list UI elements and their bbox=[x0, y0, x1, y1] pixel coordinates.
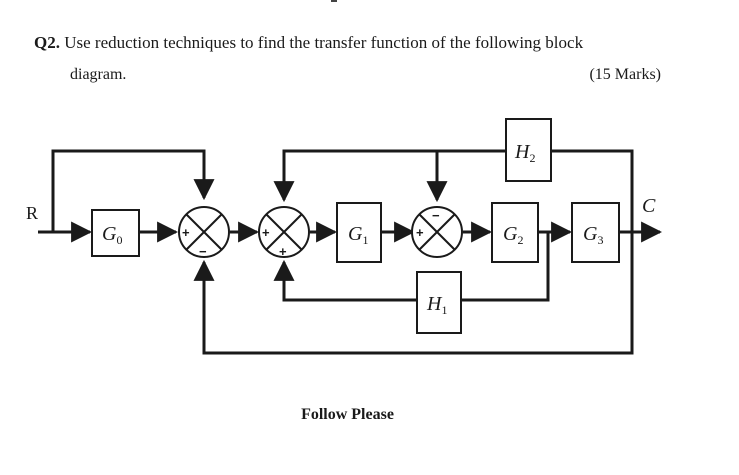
wire-unity-feedback bbox=[193, 232, 634, 355]
wire-r-feedforward bbox=[51, 149, 215, 232]
follow-please-note: Follow Please bbox=[301, 406, 394, 423]
signal-wires bbox=[38, 149, 663, 355]
svg-text:H2: H2 bbox=[514, 141, 535, 165]
summing-junction-2: + + bbox=[258, 206, 310, 259]
question-line-1: Q2. Use reduction techniques to find the… bbox=[34, 33, 583, 53]
h1-main: H bbox=[426, 293, 443, 315]
s2-bottom-sign: + bbox=[279, 244, 287, 259]
s3-left-sign: + bbox=[416, 225, 424, 240]
block-h1: H1 bbox=[416, 271, 462, 334]
page-top-mark bbox=[331, 0, 337, 2]
s3-top-sign: − bbox=[432, 208, 440, 223]
wire-h1-to-s2 bbox=[273, 259, 416, 302]
input-label-r: R bbox=[26, 203, 38, 223]
h2-main: H bbox=[514, 141, 531, 163]
block-g1: G1 bbox=[336, 202, 382, 263]
g2-main: G bbox=[503, 223, 518, 245]
g0-sub: 0 bbox=[116, 233, 122, 247]
s1-left-sign: + bbox=[182, 225, 190, 240]
h2-sub: 2 bbox=[529, 151, 535, 165]
g3-sub: 3 bbox=[597, 233, 603, 247]
svg-text:G1: G1 bbox=[348, 223, 368, 247]
wire-h2-to-s2 bbox=[273, 149, 505, 203]
output-label-c: C bbox=[642, 195, 656, 217]
question-text-line-2: diagram. bbox=[70, 66, 127, 83]
summing-junction-3: + − bbox=[411, 206, 463, 258]
wire-h1-takeoff bbox=[461, 232, 550, 302]
svg-text:H1: H1 bbox=[426, 293, 447, 317]
g0-main: G bbox=[102, 223, 117, 245]
wire-h2-takeoff bbox=[552, 149, 634, 232]
question-text-line-1: Use reduction techniques to find the tra… bbox=[64, 33, 584, 52]
block-g3: G3 bbox=[571, 202, 620, 263]
block-g0: G0 bbox=[91, 209, 140, 257]
s1-bottom-sign: − bbox=[199, 244, 207, 259]
g2-sub: 2 bbox=[517, 233, 523, 247]
h1-sub: 1 bbox=[441, 303, 447, 317]
question-marks: (15 Marks) bbox=[589, 66, 661, 83]
summing-junction-1: + − bbox=[178, 206, 230, 259]
svg-text:G3: G3 bbox=[583, 223, 603, 247]
g3-main: G bbox=[583, 223, 598, 245]
question-number: Q2. bbox=[34, 33, 60, 52]
g1-sub: 1 bbox=[362, 233, 368, 247]
block-h2: H2 bbox=[505, 118, 552, 182]
s2-left-sign: + bbox=[262, 225, 270, 240]
svg-text:G2: G2 bbox=[503, 223, 523, 247]
g1-main: G bbox=[348, 223, 363, 245]
block-g2: G2 bbox=[491, 202, 539, 263]
svg-text:G0: G0 bbox=[102, 223, 122, 247]
